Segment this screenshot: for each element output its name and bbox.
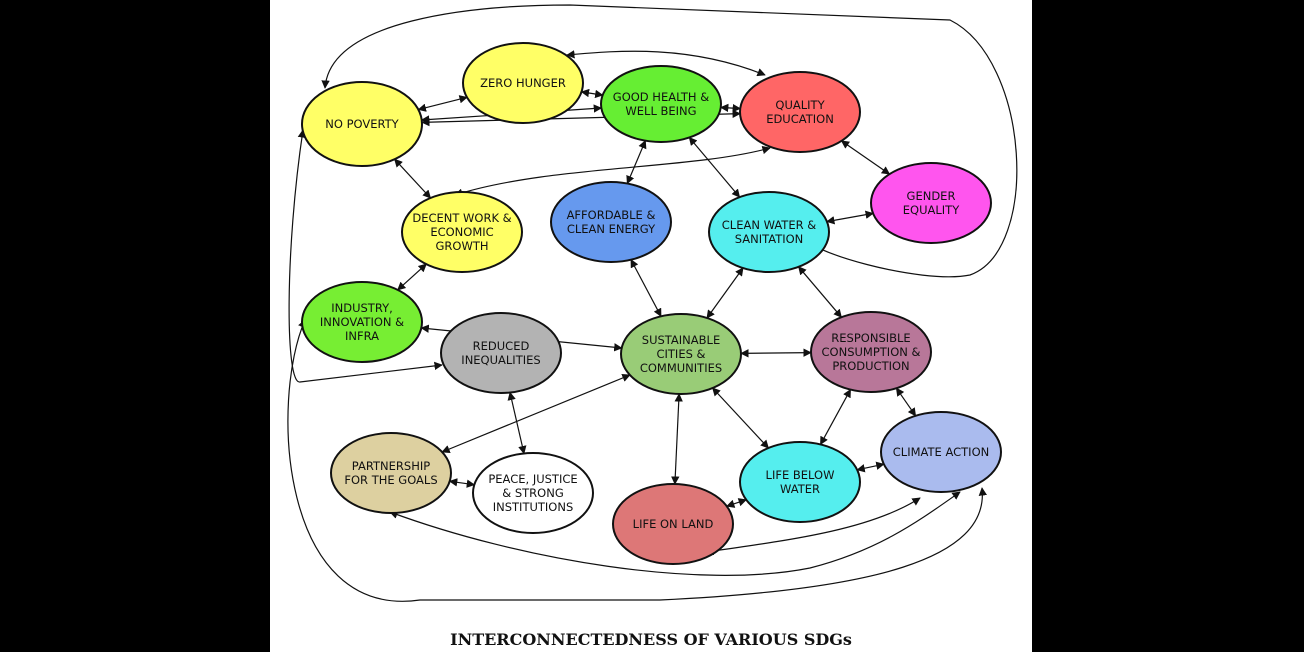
node-label-gender-equality: EQUALITY xyxy=(903,203,960,217)
connector-good-health-quality-education xyxy=(719,103,742,113)
node-climate-action: CLIMATE ACTION xyxy=(880,411,1002,493)
node-shape-climate-action xyxy=(880,411,1002,493)
node-shape-gender-equality xyxy=(870,162,992,244)
node-label-sustainable-cities: COMMUNITIES xyxy=(640,361,722,375)
node-label-industry: INFRA xyxy=(345,329,379,343)
node-label-responsible-consumption: PRODUCTION xyxy=(832,359,909,373)
node-shape-peace-justice xyxy=(472,452,594,534)
node-shape-industry xyxy=(301,281,423,363)
nodes-layer: NO POVERTY ZERO HUNGER GOOD HEALTH &WELL B… xyxy=(301,42,1002,565)
connector-responsible-consumption-life-below-water xyxy=(819,388,852,446)
node-label-reduced-inequalities: REDUCED xyxy=(473,339,530,353)
node-label-responsible-consumption: CONSUMPTION & xyxy=(822,345,921,359)
node-label-quality-education: EDUCATION xyxy=(766,112,834,126)
node-shape-life-below-water xyxy=(739,441,861,523)
node-shape-quality-education xyxy=(739,71,861,153)
node-label-peace-justice: PEACE, JUSTICE xyxy=(488,472,577,486)
node-label-life-below-water: WATER xyxy=(780,482,820,496)
connector-clean-water-sustainable-cities xyxy=(706,267,744,319)
node-shape-affordable-energy xyxy=(550,181,672,263)
connector-zero-hunger-quality-education xyxy=(566,50,766,77)
node-label-industry: INDUSTRY, xyxy=(331,301,393,315)
node-label-good-health: WELL BEING xyxy=(625,104,696,118)
node-label-sustainable-cities: SUSTAINABLE xyxy=(642,333,720,347)
node-shape-good-health xyxy=(600,65,722,143)
node-label-life-on-land: LIFE ON LAND xyxy=(633,517,714,531)
connector-good-health-clean-water xyxy=(688,136,741,198)
node-clean-water: CLEAN WATER &SANITATION xyxy=(708,191,830,273)
connector-no-poverty-zero-hunger xyxy=(417,95,468,112)
connector-life-below-water-climate-action xyxy=(856,461,885,473)
node-label-reduced-inequalities: INEQUALITIES xyxy=(461,353,540,367)
node-label-responsible-consumption: RESPONSIBLE xyxy=(831,331,910,345)
connector-sustainable-cities-life-below-water xyxy=(712,387,769,449)
node-label-peace-justice: & STRONG xyxy=(502,486,564,500)
node-affordable-energy: AFFORDABLE &CLEAN ENERGY xyxy=(550,181,672,263)
node-no-poverty: NO POVERTY xyxy=(301,81,423,167)
connector-decent-work-industry xyxy=(397,263,427,291)
node-shape-no-poverty xyxy=(301,81,423,167)
node-label-zero-hunger: ZERO HUNGER xyxy=(480,76,566,90)
connector-good-health-affordable-energy xyxy=(626,139,647,185)
connector-quality-education-gender-equality xyxy=(840,140,891,175)
connector-life-on-land-climate-action xyxy=(705,497,921,556)
connector-partnership-peace-justice xyxy=(448,478,476,488)
connector-affordable-energy-sustainable-cities xyxy=(630,258,662,318)
node-good-health: GOOD HEALTH &WELL BEING xyxy=(600,65,722,143)
node-label-industry: INNOVATION & xyxy=(320,315,404,329)
diagram-caption: INTERCONNECTEDNESS OF VARIOUS SDGs xyxy=(450,630,852,649)
node-shape-sustainable-cities xyxy=(620,313,742,395)
node-label-decent-work: ECONOMIC xyxy=(430,225,493,239)
node-label-climate-action: CLIMATE ACTION xyxy=(893,445,989,459)
node-label-no-poverty: NO POVERTY xyxy=(325,117,399,131)
node-label-quality-education: QUALITY xyxy=(775,98,825,112)
node-label-peace-justice: INSTITUTIONS xyxy=(493,500,574,514)
node-industry: INDUSTRY,INNOVATION &INFRA xyxy=(301,281,423,363)
connector-no-poverty-gender-equality xyxy=(321,4,1018,278)
connector-gender-equality-clean-water xyxy=(826,210,874,225)
connector-sustainable-cities-responsible-consumption xyxy=(740,348,812,358)
node-shape-zero-hunger xyxy=(462,42,584,124)
node-label-partnership: FOR THE GOALS xyxy=(344,473,437,487)
node-label-gender-equality: GENDER xyxy=(907,189,956,203)
node-label-sustainable-cities: CITIES & xyxy=(656,347,705,361)
node-label-affordable-energy: AFFORDABLE & xyxy=(567,208,656,222)
connector-life-below-water-life-on-land xyxy=(726,498,747,508)
edges-layer xyxy=(287,4,1018,602)
connector-no-poverty-reduced-inequalities xyxy=(288,129,443,383)
node-label-affordable-energy: CLEAN ENERGY xyxy=(567,222,656,236)
node-label-partnership: PARTNERSHIP xyxy=(352,459,430,473)
node-label-good-health: GOOD HEALTH & xyxy=(613,90,709,104)
node-label-life-below-water: LIFE BELOW xyxy=(766,468,835,482)
node-shape-partnership xyxy=(330,432,452,514)
node-label-clean-water: CLEAN WATER & xyxy=(722,218,816,232)
node-shape-life-on-land xyxy=(612,483,734,565)
connector-clean-water-responsible-consumption xyxy=(798,266,842,318)
node-shape-clean-water xyxy=(708,191,830,273)
sdg-network-diagram: NO POVERTY ZERO HUNGER GOOD HEALTH &WELL B… xyxy=(287,4,1018,602)
connector-responsible-consumption-climate-action xyxy=(895,387,917,417)
node-label-decent-work: DECENT WORK & xyxy=(412,211,511,225)
connector-industry-climate-action xyxy=(287,319,987,602)
node-zero-hunger: ZERO HUNGER xyxy=(462,42,584,124)
node-label-decent-work: GROWTH xyxy=(436,239,489,253)
connector-no-poverty-decent-work xyxy=(394,158,432,199)
connector-sustainable-cities-life-on-land xyxy=(671,393,683,485)
node-shape-responsible-consumption xyxy=(810,311,932,393)
node-shape-reduced-inequalities xyxy=(440,312,562,394)
connector-zero-hunger-good-health xyxy=(580,88,604,99)
node-life-on-land: LIFE ON LAND xyxy=(612,483,734,565)
node-label-clean-water: SANITATION xyxy=(735,232,804,246)
diagram-canvas: NO POVERTY ZERO HUNGER GOOD HEALTH &WELL B… xyxy=(270,0,1032,652)
node-shape-decent-work xyxy=(401,191,523,273)
